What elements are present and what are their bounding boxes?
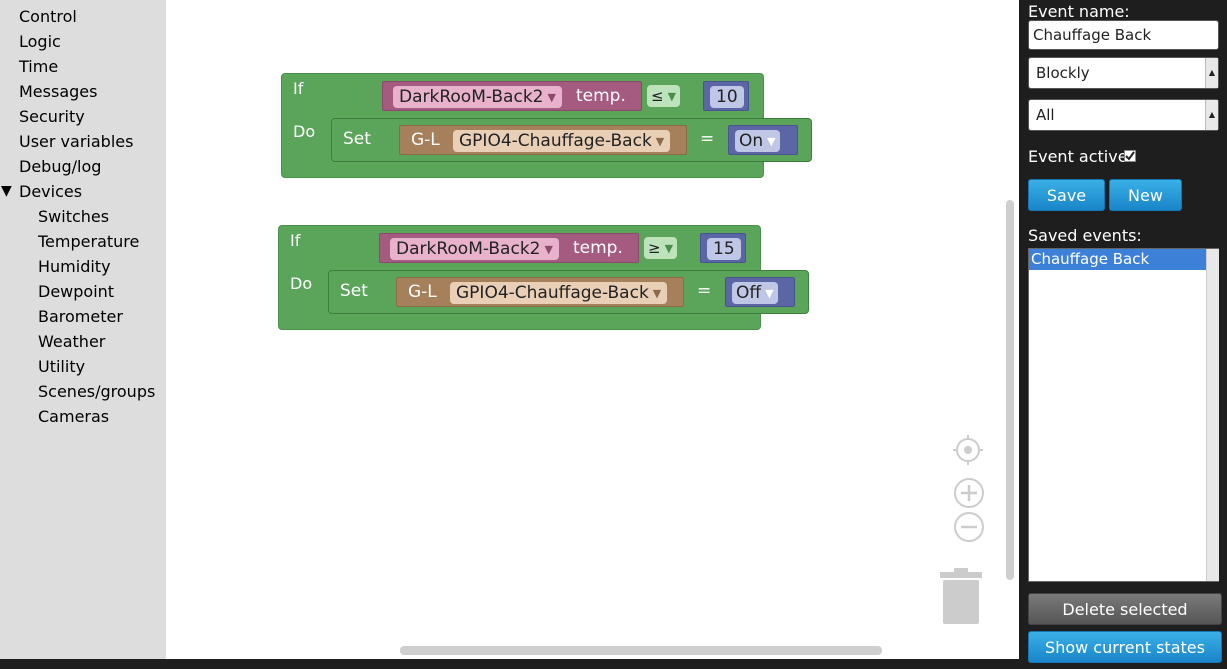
if-do-block[interactable]: If Do DarkRooM-Back2▼ temp. ≥▼ 15 Set G-… — [278, 225, 809, 330]
operator-dropdown[interactable]: ≤▼ — [647, 85, 681, 107]
event-panel: Event name: Chauffage Back Blockly ▲ All… — [1019, 0, 1227, 669]
toolbox-category-control[interactable]: Control — [19, 7, 77, 26]
toolbox-category-temperature[interactable]: Temperature — [38, 232, 140, 251]
device-dropdown[interactable]: DarkRooM-Back2▼ — [393, 86, 562, 108]
event-name-label: Event name: — [1028, 2, 1130, 21]
dropdown-arrow-icon: ▼ — [765, 287, 774, 300]
sensor-label: temp. — [576, 86, 626, 106]
vertical-scrollbar[interactable] — [1006, 200, 1014, 580]
zoom-out-icon[interactable] — [953, 511, 985, 543]
event-active-checkbox[interactable] — [1124, 150, 1136, 162]
set-block[interactable]: Set G-L GPIO4-Chauffage-Back▼ = On▼ — [331, 118, 812, 162]
dropdown-arrow-icon: ▼ — [547, 91, 556, 104]
toolbox-category-dewpoint[interactable]: Dewpoint — [38, 282, 115, 301]
blockly-workspace[interactable]: If Do DarkRooM-Back2▼ temp. ≤▼ 10 Set G-… — [166, 0, 1019, 659]
gl-device-block[interactable]: G-L GPIO4-Chauffage-Back▼ — [396, 277, 684, 307]
dropdown-arrow-icon: ▼ — [767, 135, 776, 148]
number-block[interactable]: 10 — [703, 81, 749, 111]
select-arrow-icon: ▲ — [1205, 100, 1218, 130]
if-label: If — [293, 79, 304, 98]
equals-label: = — [697, 281, 712, 301]
saved-events-list[interactable]: Chauffage Back — [1028, 248, 1219, 582]
dropdown-arrow-icon: ▼ — [667, 90, 677, 103]
device-dropdown[interactable]: DarkRooM-Back2▼ — [390, 238, 559, 260]
recenter-icon[interactable] — [952, 434, 984, 466]
state-dropdown[interactable]: Off▼ — [732, 282, 778, 304]
saved-events-scrollbar[interactable] — [1206, 249, 1219, 581]
toolbox-category-humidity[interactable]: Humidity — [38, 257, 111, 276]
list-item[interactable]: Chauffage Back — [1029, 249, 1218, 270]
sensor-label: temp. — [573, 238, 623, 258]
toolbox-category-barometer[interactable]: Barometer — [38, 307, 123, 326]
set-label: Set — [343, 129, 371, 149]
show-current-states-button[interactable]: Show current states — [1028, 631, 1222, 663]
device-sensor-block[interactable]: DarkRooM-Back2▼ temp. — [382, 81, 642, 111]
operator-dropdown[interactable]: ≥▼ — [644, 237, 678, 259]
saved-events-label: Saved events: — [1028, 226, 1142, 245]
horizontal-scrollbar[interactable] — [400, 646, 882, 655]
gl-label: G-L — [408, 282, 437, 302]
target-device-dropdown[interactable]: GPIO4-Chauffage-Back▼ — [453, 130, 671, 152]
if-label: If — [290, 231, 301, 250]
toolbox-category-debug-log[interactable]: Debug/log — [19, 157, 102, 176]
toolbox-category-user-variables[interactable]: User variables — [19, 132, 134, 151]
event-active-label: Event active: — [1028, 147, 1133, 166]
device-sensor-block[interactable]: DarkRooM-Back2▼ temp. — [379, 233, 639, 263]
toolbox-category-logic[interactable]: Logic — [19, 32, 61, 51]
event-filter-select[interactable]: All ▲ — [1028, 99, 1219, 131]
target-device-dropdown[interactable]: GPIO4-Chauffage-Back▼ — [450, 282, 668, 304]
state-dropdown[interactable]: On▼ — [735, 130, 780, 152]
if-do-block[interactable]: If Do DarkRooM-Back2▼ temp. ≤▼ 10 Set G-… — [281, 73, 812, 178]
event-name-input[interactable]: Chauffage Back — [1028, 20, 1219, 50]
expand-arrow-icon[interactable]: ▼ — [1, 183, 12, 199]
toolbox-category-cameras[interactable]: Cameras — [38, 407, 110, 426]
number-value[interactable]: 10 — [710, 86, 744, 108]
blockly-toolbox: Control Logic Time Messages Security Use… — [0, 0, 166, 659]
zoom-in-icon[interactable] — [953, 477, 985, 509]
toolbox-category-scenes-groups[interactable]: Scenes/groups — [38, 382, 156, 401]
select-arrow-icon: ▲ — [1205, 58, 1218, 88]
do-label: Do — [293, 122, 316, 141]
new-button[interactable]: New — [1109, 179, 1182, 211]
set-label: Set — [340, 281, 368, 301]
state-block[interactable]: On▼ — [728, 125, 798, 155]
dropdown-arrow-icon: ▼ — [664, 242, 674, 255]
event-type-select[interactable]: Blockly ▲ — [1028, 57, 1219, 89]
do-label: Do — [290, 274, 313, 293]
toolbox-category-weather[interactable]: Weather — [38, 332, 106, 351]
equals-label: = — [700, 129, 715, 149]
bottom-strip — [0, 659, 1019, 669]
number-block[interactable]: 15 — [700, 233, 746, 263]
toolbox-category-devices[interactable]: Devices — [19, 182, 83, 201]
gl-device-block[interactable]: G-L GPIO4-Chauffage-Back▼ — [399, 125, 687, 155]
number-value[interactable]: 15 — [707, 238, 741, 260]
trash-icon[interactable] — [938, 568, 984, 626]
set-block[interactable]: Set G-L GPIO4-Chauffage-Back▼ = Off▼ — [328, 270, 809, 314]
save-button[interactable]: Save — [1028, 179, 1105, 211]
dropdown-arrow-icon: ▼ — [544, 243, 553, 256]
toolbox-category-messages[interactable]: Messages — [19, 82, 98, 101]
toolbox-category-switches[interactable]: Switches — [38, 207, 110, 226]
state-block[interactable]: Off▼ — [725, 277, 795, 307]
dropdown-arrow-icon: ▼ — [655, 135, 665, 148]
dropdown-arrow-icon: ▼ — [652, 287, 662, 300]
gl-label: G-L — [411, 130, 440, 150]
toolbox-category-time[interactable]: Time — [19, 57, 59, 76]
delete-selected-button[interactable]: Delete selected — [1028, 593, 1222, 625]
toolbox-category-security[interactable]: Security — [19, 107, 85, 126]
toolbox-category-utility[interactable]: Utility — [38, 357, 86, 376]
